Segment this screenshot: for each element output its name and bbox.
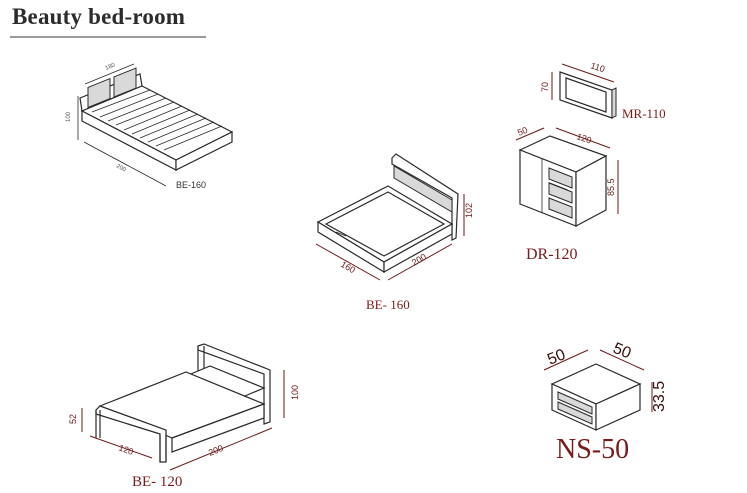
- headboard-panel-left: [87, 77, 111, 109]
- dim-dr120-width: 120: [575, 131, 592, 145]
- dim-be120-length: 200: [207, 443, 225, 458]
- dim-mr110-height: 70: [540, 82, 550, 92]
- frame-front: [383, 222, 453, 274]
- dim-be120-width: 120: [117, 442, 135, 457]
- dim-be160b-width: 160: [339, 259, 357, 275]
- model-ns50: NS-50: [556, 434, 630, 465]
- title-underline: [10, 36, 206, 38]
- model-be160-a: BE-160: [176, 180, 206, 190]
- bed-be160-frame: [315, 153, 465, 281]
- dresser-side: [575, 155, 607, 227]
- dim-dr120-depth: 50: [516, 125, 529, 138]
- nightstand-ns50: [543, 349, 653, 431]
- bed-front-panel: [171, 403, 265, 453]
- nightstand-side: [595, 383, 641, 431]
- drawer-2: [557, 401, 593, 425]
- headboard: [391, 153, 459, 241]
- drawer-1: [548, 167, 573, 189]
- dim-be120-foot-height: 52: [68, 414, 78, 424]
- drawer-3: [548, 197, 573, 219]
- model-dr120: DR-120: [526, 246, 578, 263]
- mirror-edge: [611, 87, 617, 119]
- footboard-rail: [95, 405, 167, 463]
- dim-ns50-depth: 50: [545, 346, 568, 368]
- dim-dr120-height: 85.5: [606, 178, 616, 196]
- bed-be160-slatted: [77, 63, 234, 187]
- mirror-glass: [565, 77, 607, 113]
- frame-inner: [324, 191, 446, 257]
- dim-ns50-height: 33.5: [651, 381, 668, 412]
- model-be120: BE- 120: [132, 474, 183, 490]
- dresser-dr120: [515, 127, 619, 227]
- dim-be160-width: 180: [105, 62, 117, 72]
- dim-be120-head-height: 100: [290, 385, 300, 400]
- model-mr110: MR-110: [622, 106, 666, 121]
- dim-be160-height: 100: [66, 111, 72, 122]
- bed-frame-front: [175, 131, 233, 171]
- dim-mr110-width: 110: [589, 60, 606, 74]
- mirror-mr110: [551, 63, 617, 119]
- drawer-2: [548, 182, 573, 204]
- dim-ns50-width: 50: [611, 340, 634, 362]
- model-be160-b: BE- 160: [366, 297, 410, 312]
- drawer-1: [557, 391, 593, 415]
- headboard-top-rail: [197, 343, 271, 425]
- page-title: Beauty bed-room: [12, 4, 186, 29]
- headboard-band: [393, 165, 453, 213]
- dim-be160b-height: 102: [464, 203, 474, 218]
- bed-be120: [81, 343, 285, 471]
- dim-be160-length: 200: [115, 163, 127, 173]
